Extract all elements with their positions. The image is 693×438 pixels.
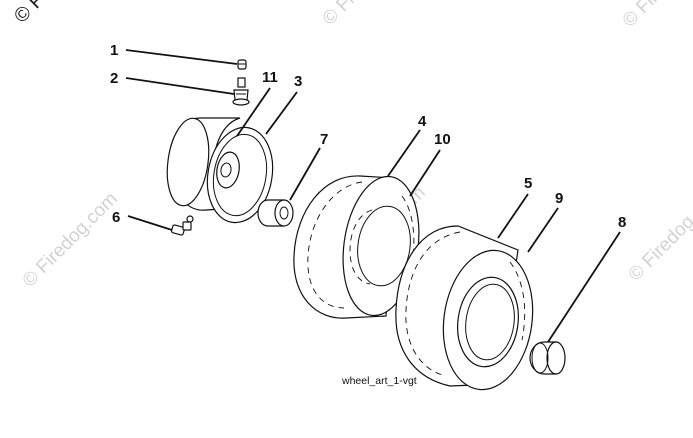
grease-fitting-part xyxy=(171,215,194,236)
callout-10: 10 xyxy=(434,131,451,148)
callout-6: 6 xyxy=(112,209,120,226)
leader-1 xyxy=(125,49,238,65)
valve-cap-part xyxy=(237,59,247,70)
callout-5: 5 xyxy=(524,175,532,192)
leader-11 xyxy=(236,87,271,137)
callout-4: 4 xyxy=(418,113,427,130)
leader-5 xyxy=(497,193,529,239)
callout-9: 9 xyxy=(555,190,563,207)
callout-2: 2 xyxy=(110,70,118,87)
callout-3: 3 xyxy=(294,73,302,90)
leader-8 xyxy=(547,231,621,343)
leader-6 xyxy=(127,215,173,231)
rear-tire-part xyxy=(395,225,534,391)
callout-11: 11 xyxy=(262,69,278,86)
bearing-sleeve-part xyxy=(257,199,294,227)
watermark-top-center: © Firedog.com xyxy=(319,0,422,30)
callout-7: 7 xyxy=(320,131,328,148)
watermark-corner: © Fire xyxy=(10,0,64,28)
diagram-caption: wheel_art_1-vgt xyxy=(341,375,417,387)
watermark-top-right: © Firedog.com xyxy=(619,0,693,32)
leader-3 xyxy=(265,91,298,135)
leader-7 xyxy=(289,147,321,201)
leader-2 xyxy=(125,77,235,95)
wheel-rim-part xyxy=(166,117,274,224)
watermark-left: © Firedog.com xyxy=(19,188,122,291)
leader-9 xyxy=(527,207,559,253)
leader-lines xyxy=(125,49,621,343)
hub-bushing-part xyxy=(529,341,566,375)
callout-labels: 1 2 11 3 7 4 10 6 5 9 8 xyxy=(110,42,626,231)
watermark-right: © Firedog.com xyxy=(625,182,693,285)
leader-10 xyxy=(409,149,441,197)
leader-4 xyxy=(387,129,421,177)
valve-stem-part xyxy=(232,77,250,106)
callout-8: 8 xyxy=(618,214,626,231)
callout-1: 1 xyxy=(110,42,118,59)
